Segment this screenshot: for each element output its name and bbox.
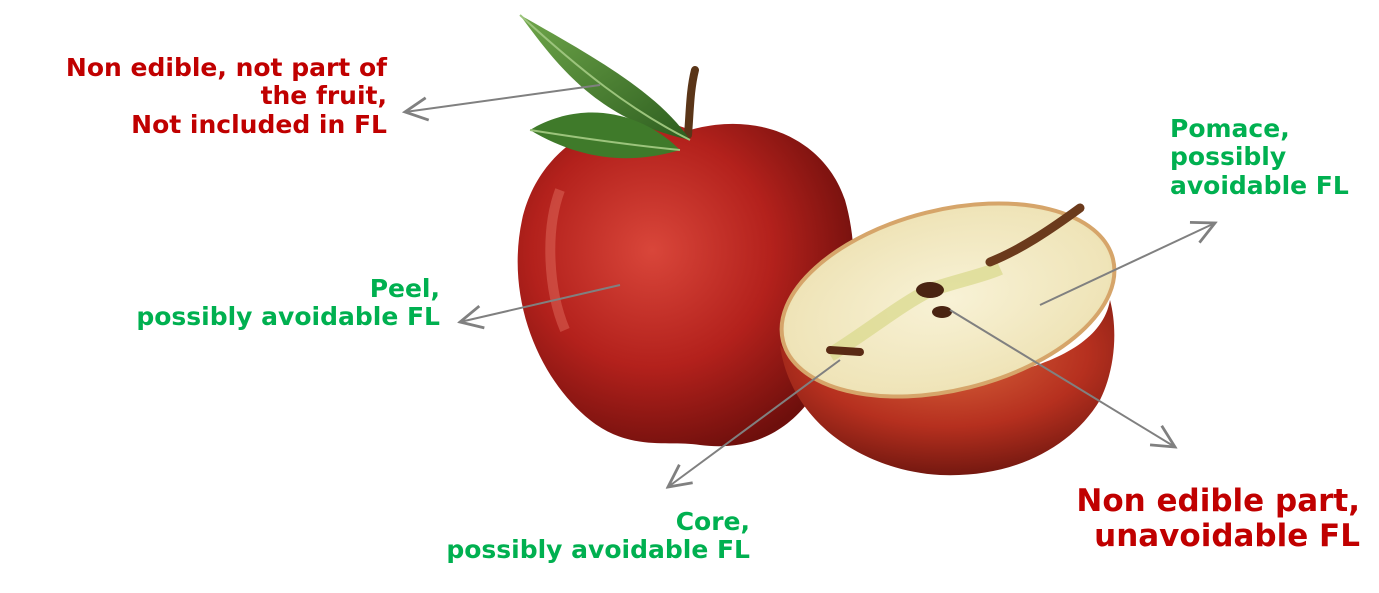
- label-leaf-line-3: Not included in FL: [0, 111, 387, 139]
- label-peel-line-1: Peel,: [40, 275, 440, 303]
- label-pomace-line-3: avoidable FL: [1170, 172, 1349, 200]
- apple-stem: [688, 70, 695, 135]
- label-pomace-line-2: possibly: [1170, 143, 1349, 171]
- label-peel-line-2: possibly avoidable FL: [40, 303, 440, 331]
- label-seeds-line-1: Non edible part,: [1040, 484, 1360, 519]
- label-leaf-line-2: the fruit,: [0, 82, 387, 110]
- label-seeds: Non edible part, unavoidable FL: [1040, 484, 1360, 554]
- seed-icon: [932, 306, 952, 318]
- label-core: Core, possibly avoidable FL: [340, 508, 750, 565]
- apple-leaves: [520, 15, 690, 158]
- label-pomace-line-1: Pomace,: [1170, 115, 1349, 143]
- core-bottom-icon: [830, 350, 860, 352]
- label-core-line-2: possibly avoidable FL: [340, 536, 750, 564]
- label-core-line-1: Core,: [340, 508, 750, 536]
- label-seeds-line-2: unavoidable FL: [1040, 519, 1360, 554]
- label-pomace: Pomace, possibly avoidable FL: [1170, 115, 1349, 200]
- seed-icon: [916, 282, 944, 298]
- arrow-leaf: [405, 85, 600, 112]
- label-leaf: Non edible, not part of the fruit, Not i…: [0, 54, 387, 139]
- label-leaf-line-1: Non edible, not part of: [0, 54, 387, 82]
- label-peel: Peel, possibly avoidable FL: [40, 275, 440, 332]
